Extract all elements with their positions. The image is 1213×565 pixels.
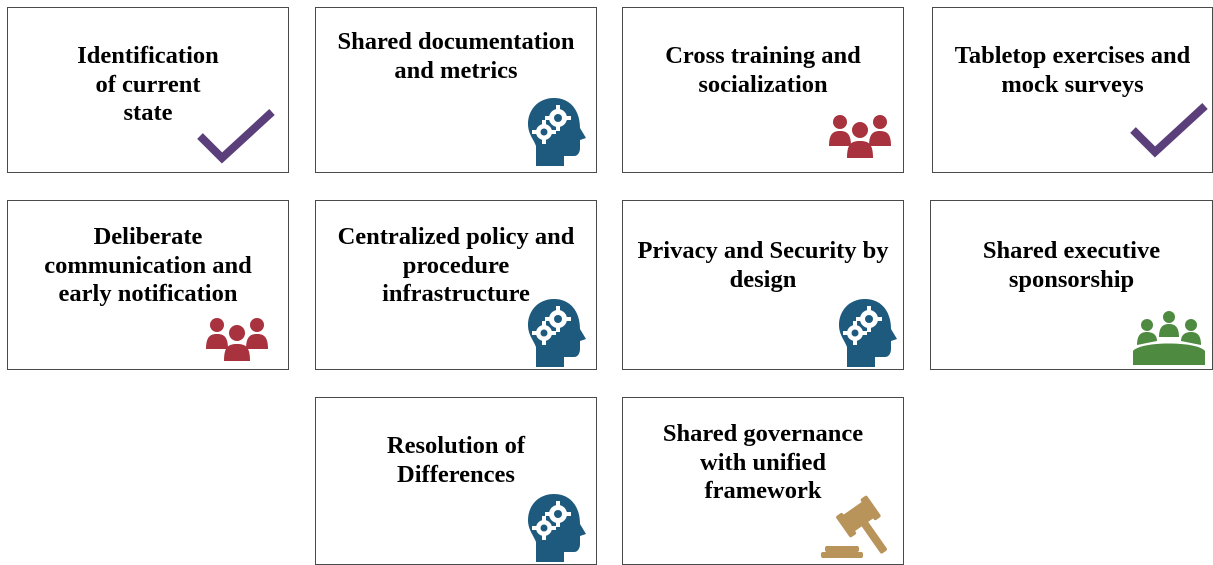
card-label: Cross training and socialization xyxy=(665,42,861,98)
head-gears-icon xyxy=(524,297,590,369)
card-cross-training: Cross training and socialization xyxy=(622,7,904,173)
card-label: Privacy and Security by design xyxy=(637,237,889,293)
card-label: Shared executive sponsorship xyxy=(982,237,1161,293)
head-gears-icon xyxy=(524,492,590,564)
people-group-icon xyxy=(206,315,268,361)
card-label: Tabletop exercises and mock surveys xyxy=(954,42,1191,98)
card-shared-executive: Shared executive sponsorship xyxy=(930,200,1213,370)
card-label: Identification of current state xyxy=(77,42,219,126)
card-centralized-policy: Centralized policy and procedure infrast… xyxy=(315,200,597,370)
card-resolution-differences: Resolution of Differences xyxy=(315,397,597,565)
card-label: Deliberate communication and early notif… xyxy=(44,223,252,307)
people-group-icon xyxy=(829,112,891,158)
head-gears-icon xyxy=(524,96,590,168)
checkmark-icon xyxy=(196,108,276,168)
meeting-table-icon xyxy=(1133,309,1205,365)
card-label: Centralized policy and procedure infrast… xyxy=(337,223,575,307)
card-label: Shared documentation and metrics xyxy=(337,28,575,84)
card-shared-documentation: Shared documentation and metrics xyxy=(315,7,597,173)
card-label: Shared governance with unified framework xyxy=(662,420,864,504)
card-deliberate-communication: Deliberate communication and early notif… xyxy=(7,200,289,370)
card-label: Resolution of Differences xyxy=(386,432,526,488)
card-privacy-security: Privacy and Security by design xyxy=(622,200,904,370)
card-tabletop: Tabletop exercises and mock surveys xyxy=(932,7,1213,173)
card-identification: Identification of current state xyxy=(7,7,289,173)
gavel-icon xyxy=(821,494,897,560)
head-gears-icon xyxy=(835,297,901,369)
card-shared-governance: Shared governance with unified framework xyxy=(622,397,904,565)
checkmark-icon xyxy=(1129,102,1209,162)
